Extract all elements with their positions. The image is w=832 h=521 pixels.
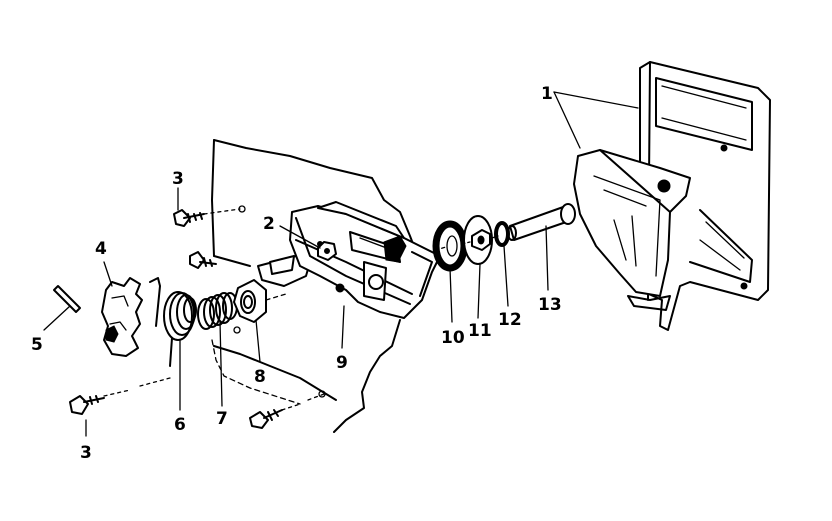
part-3-screw-top xyxy=(173,209,205,227)
part-5-pin xyxy=(53,285,81,313)
label-part-2: 2 xyxy=(263,214,275,234)
part-1-housing xyxy=(573,61,771,331)
part-3-screw-middle xyxy=(189,251,217,269)
label-part-3-bottom: 3 xyxy=(80,443,92,463)
label-part-1: 1 xyxy=(541,84,553,104)
part-12-small-washer xyxy=(494,221,510,247)
part-2-nut xyxy=(317,241,337,261)
label-part-11: 11 xyxy=(468,321,492,341)
label-part-12: 12 xyxy=(498,310,522,330)
label-part-5: 5 xyxy=(31,335,43,355)
part-labels: 1 2 3 3 4 5 6 7 8 9 10 11 12 13 xyxy=(31,84,562,463)
part-13-shaft xyxy=(507,203,576,241)
part-4-cam-plate xyxy=(101,277,143,357)
label-part-6: 6 xyxy=(174,415,186,435)
label-part-10: 10 xyxy=(441,328,465,348)
part-10-washer xyxy=(432,220,468,272)
part-11-disc xyxy=(463,215,493,265)
label-part-9: 9 xyxy=(336,353,348,373)
part-9-bracket xyxy=(257,201,441,319)
part-7-coil-spring xyxy=(197,292,238,330)
label-part-8: 8 xyxy=(254,367,266,387)
part-3-screw-bottom-left xyxy=(69,395,105,415)
label-part-3-top: 3 xyxy=(172,169,184,189)
label-part-13: 13 xyxy=(538,295,562,315)
label-part-4: 4 xyxy=(95,239,107,259)
part-6-spring xyxy=(149,277,197,367)
part-3-screw-bottom-right xyxy=(249,409,283,429)
label-part-7: 7 xyxy=(216,409,228,429)
part-8-hex-nut xyxy=(233,279,267,323)
leader-lines xyxy=(43,91,639,437)
